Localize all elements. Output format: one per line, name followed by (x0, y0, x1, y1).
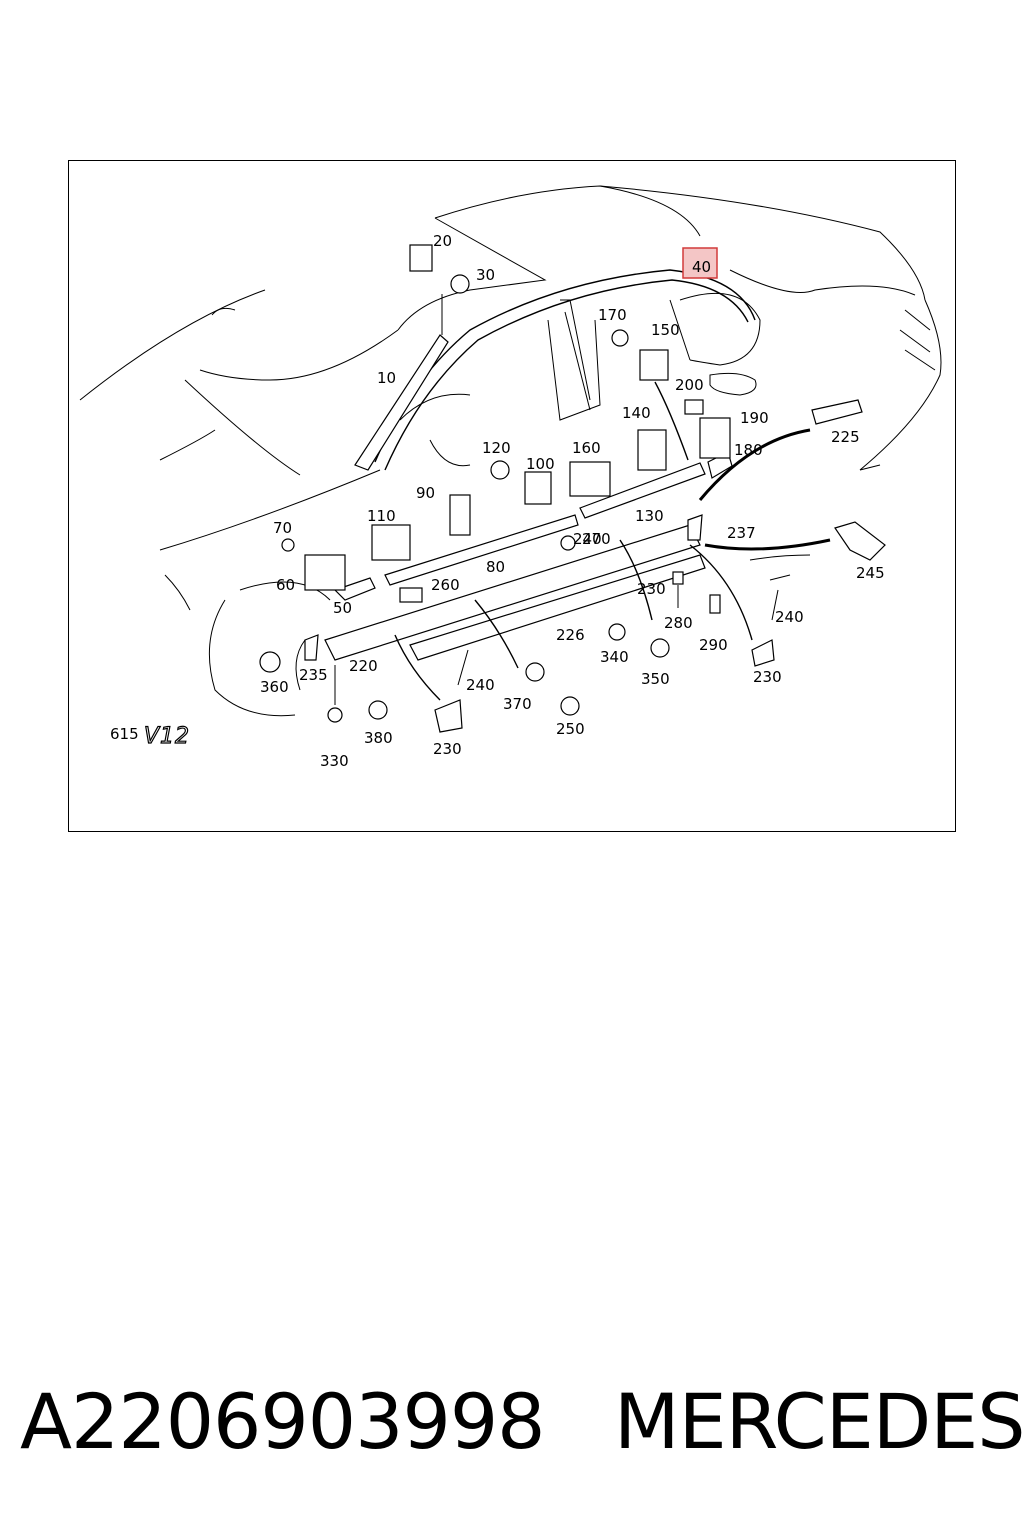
bracket-245 (834, 521, 886, 561)
callout-label: 140 (622, 404, 651, 422)
callout-label: 230 (433, 740, 462, 758)
callout-label: 10 (377, 369, 396, 387)
callout-label: 50 (333, 599, 352, 617)
part-caption: A2206903998 MERCEDES (20, 1372, 1024, 1472)
callout-label: 100 (526, 455, 555, 473)
a-pillar-trim (354, 334, 449, 471)
callout-label: 70 (273, 519, 292, 537)
callout-label: 280 (664, 614, 693, 632)
callout-label: 250 (556, 720, 585, 738)
callout-label: 225 (831, 428, 860, 446)
callout-label: 230 (753, 668, 782, 686)
fender-moulding (333, 577, 376, 601)
rear-wheel-trim (811, 399, 863, 425)
rear-door-moulding (579, 462, 706, 519)
callout-label: 60 (276, 576, 295, 594)
callout-label: 230 (637, 580, 666, 598)
callout-label: 170 (598, 306, 627, 324)
front-door-moulding (384, 514, 579, 586)
callout-labels: 10 20 30 40 50 60 70 80 90 100 110 120 1… (260, 232, 885, 770)
callout-label: 160 (572, 439, 601, 457)
callout-label: 220 (349, 657, 378, 675)
part-number: A2206903998 (20, 1377, 546, 1466)
callout-label: 240 (466, 676, 495, 694)
callout-label: 20 (433, 232, 452, 250)
callout-label: 235 (299, 666, 328, 684)
sill-panel (324, 524, 701, 661)
callout-label: 80 (486, 558, 505, 576)
callout-label: 340 (600, 648, 629, 666)
parts-diagram: 10 20 30 40 50 60 70 80 90 100 110 120 1… (79, 185, 942, 770)
highlight-box-40 (682, 247, 718, 279)
callout-label: 90 (416, 484, 435, 502)
callout-label: 270 (582, 530, 611, 548)
engine-badge: V12 (144, 724, 190, 749)
callout-label: 130 (635, 507, 664, 525)
model-code: 615 (110, 725, 139, 743)
clips (259, 244, 775, 733)
leader-lines (334, 381, 831, 705)
callout-label: 240 (573, 530, 602, 548)
brand-name: MERCEDES (614, 1377, 1024, 1466)
callout-label: 30 (476, 266, 495, 284)
callout-label: 260 (431, 576, 460, 594)
car-body-outline (79, 185, 942, 717)
callout-label: 245 (856, 564, 885, 582)
callout-label-highlighted: 40 (692, 258, 711, 276)
callout-label: 200 (675, 376, 704, 394)
callout-label: 240 (775, 608, 804, 626)
parts-diagram-frame (68, 160, 956, 832)
callout-label: 360 (260, 678, 289, 696)
callout-label: 150 (651, 321, 680, 339)
callout-label: 380 (364, 729, 393, 747)
callout-label: 237 (727, 524, 756, 542)
callout-label: 226 (556, 626, 585, 644)
callout-label: 120 (482, 439, 511, 457)
callout-label: 180 (734, 441, 763, 459)
callout-label: 110 (367, 507, 396, 525)
callout-label: 350 (641, 670, 670, 688)
callout-label: 190 (740, 409, 769, 427)
callout-label: 370 (503, 695, 532, 713)
callout-label: 290 (699, 636, 728, 654)
callout-label: 330 (320, 752, 349, 770)
